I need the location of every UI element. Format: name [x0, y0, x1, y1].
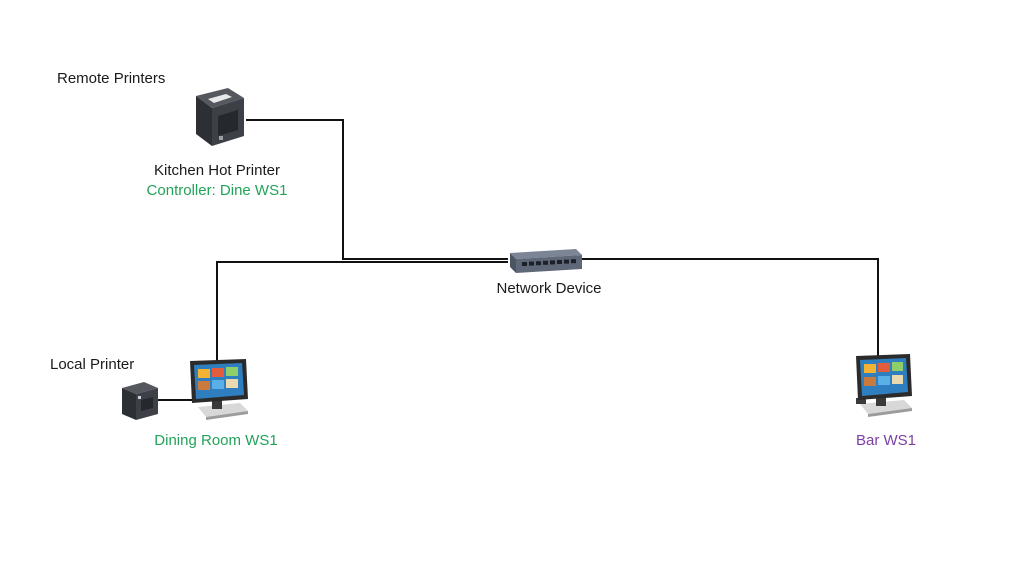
- network-device-label: Network Device: [496, 280, 602, 297]
- local-printer-icon: [122, 382, 158, 420]
- line-switch-to-bar-ws: [580, 258, 879, 360]
- line-dining-ws-to-switch: [216, 261, 508, 362]
- dining-room-ws-label: Dining Room WS1: [154, 432, 278, 449]
- network-switch-icon: [510, 249, 582, 273]
- bar-ws-label: Bar WS1: [855, 432, 917, 449]
- bar-terminal-icon: [856, 354, 912, 417]
- dining-terminal-icon: [190, 359, 248, 420]
- kitchen-printer-icon: [196, 88, 244, 146]
- line-kitchen-printer-to-switch: [246, 119, 508, 260]
- kitchen-controller-label: Controller: Dine WS1: [146, 182, 288, 199]
- local-printer-label: Local Printer: [50, 356, 135, 373]
- kitchen-printer-label: Kitchen Hot Printer: [154, 162, 280, 179]
- remote-printers-label: Remote Printers: [57, 70, 166, 87]
